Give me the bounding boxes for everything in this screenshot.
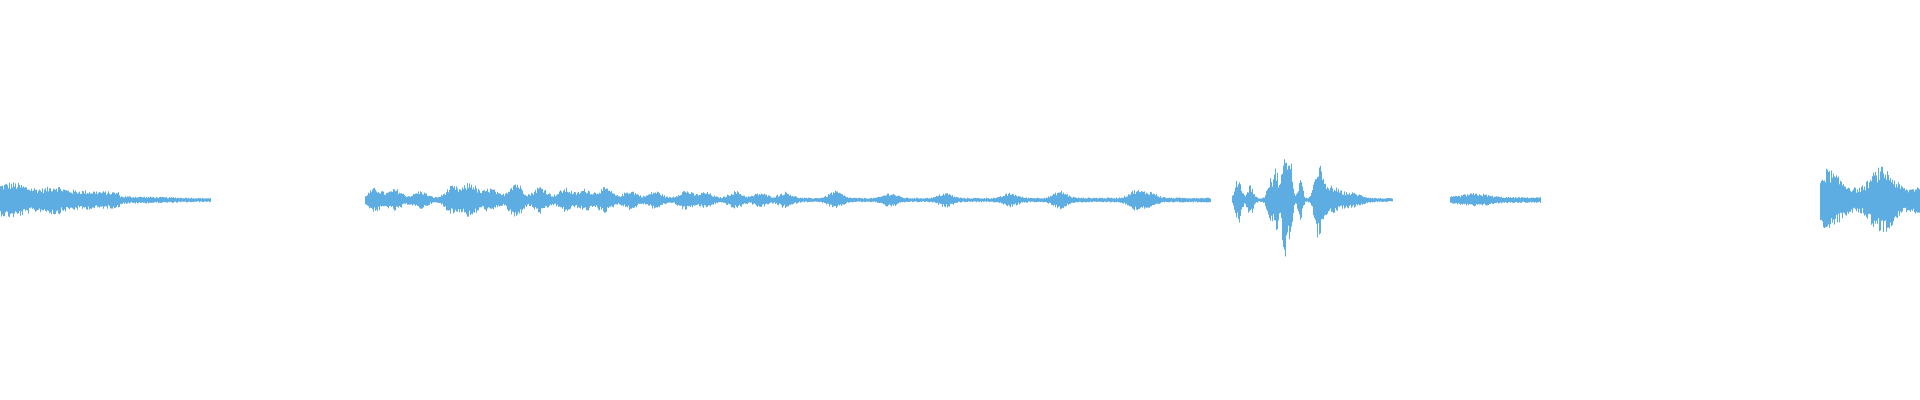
waveform-path [0,159,1920,257]
waveform-samples [0,159,1920,257]
